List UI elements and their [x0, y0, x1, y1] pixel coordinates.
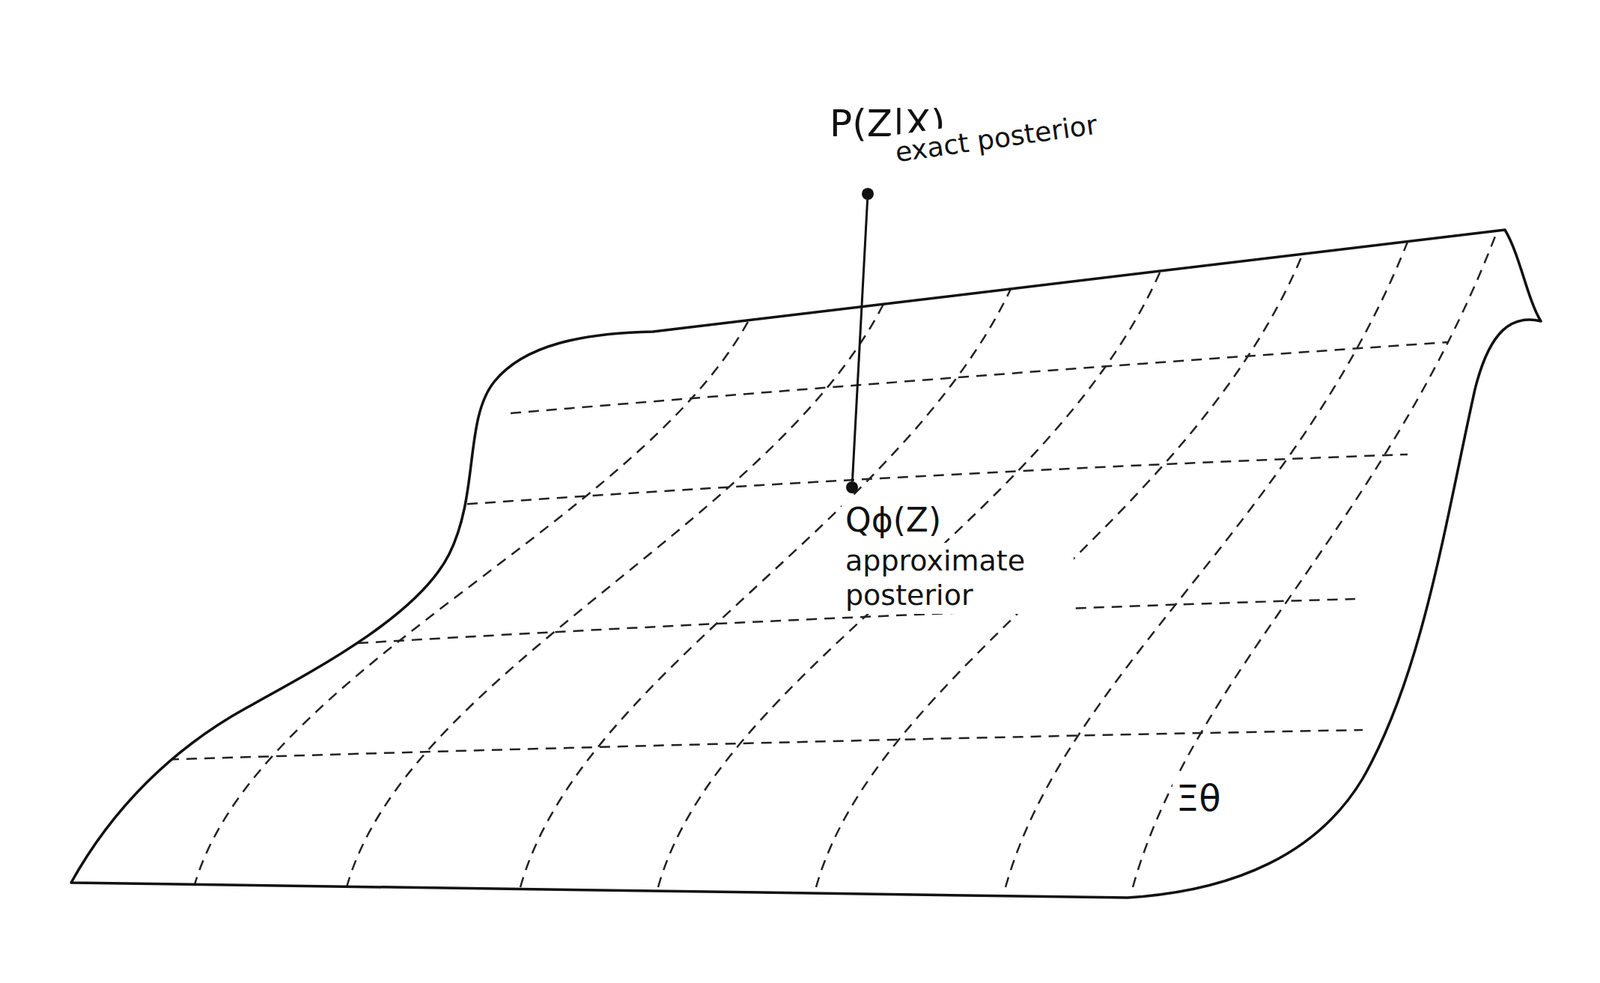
grid-line — [1132, 230, 1498, 888]
posterior-point: Qϕ(Z)approximate posterior — [846, 481, 859, 494]
distribution-symbol: Qϕ(Z) — [841, 499, 945, 543]
grid-line — [132, 729, 1363, 761]
grid-line — [658, 271, 1161, 888]
grid-line — [193, 320, 749, 888]
family-label: Ξθ — [1172, 775, 1225, 821]
projection-line — [852, 199, 868, 482]
grid-line — [321, 598, 1356, 646]
grid-lines — [132, 230, 1498, 888]
grid-line — [816, 253, 1303, 888]
grid-line — [346, 303, 884, 888]
distribution-caption: approximate posterior — [841, 542, 1074, 614]
grid-line — [510, 342, 1449, 414]
posterior-point: P(Z|X)exact posterior — [861, 187, 874, 200]
surface-outline — [71, 229, 1541, 898]
grid-line — [449, 454, 1408, 506]
